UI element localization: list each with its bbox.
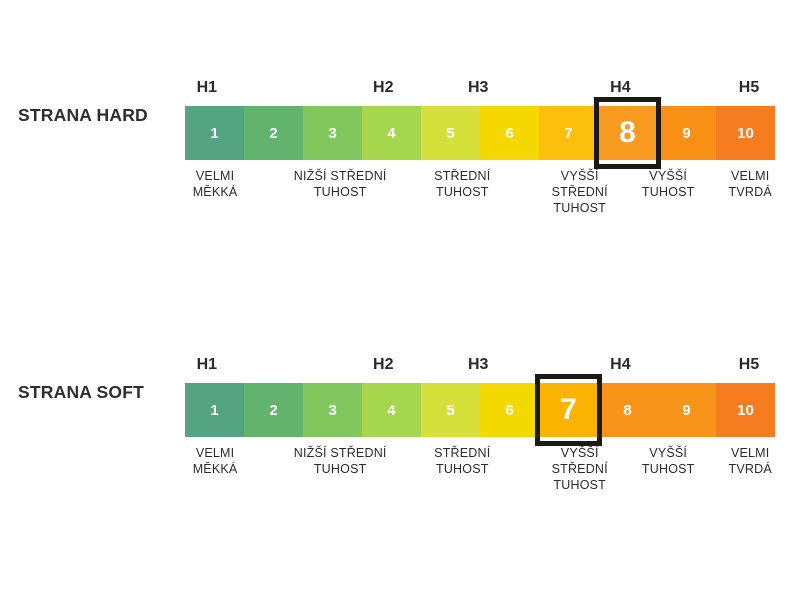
group-label-h5: H5 bbox=[738, 356, 760, 373]
scale-cell-9[interactable]: 9 bbox=[657, 383, 716, 437]
group-label-h3: H3 bbox=[467, 79, 489, 96]
scale-cell-number: 1 bbox=[210, 124, 219, 142]
scale-cell-2[interactable]: 2 bbox=[244, 106, 303, 160]
scale-cell-number: 7 bbox=[564, 124, 573, 142]
group-label-h4: H4 bbox=[610, 356, 631, 373]
scale-cell-number: 7 bbox=[560, 393, 577, 426]
scale-cell-4[interactable]: 4 bbox=[362, 106, 421, 160]
scale-cell-2[interactable]: 2 bbox=[244, 383, 303, 437]
scale-cell-number: 8 bbox=[623, 401, 632, 419]
scale-cell-number: 9 bbox=[682, 124, 691, 142]
scale-cell-number: 6 bbox=[505, 124, 514, 142]
scale-cell-10[interactable]: 10 bbox=[716, 383, 775, 437]
scale-cell-8[interactable]: 8 bbox=[598, 383, 657, 437]
scale-cell-3[interactable]: 3 bbox=[303, 383, 362, 437]
scale-cell-1[interactable]: 1 bbox=[185, 383, 244, 437]
scale-cell-1[interactable]: 1 bbox=[185, 106, 244, 160]
group-label-h1: H1 bbox=[196, 79, 218, 96]
scale-cell-number: 3 bbox=[328, 401, 337, 419]
scale-cell-6[interactable]: 6 bbox=[480, 106, 539, 160]
scale-cell-number: 4 bbox=[387, 401, 396, 419]
scale-cell-5[interactable]: 5 bbox=[421, 383, 480, 437]
group-header-strip: H1 H2 H3 H4 H5 bbox=[185, 355, 775, 381]
scale-cell-number: 6 bbox=[505, 401, 514, 419]
scale-cell-number: 2 bbox=[269, 124, 278, 142]
scale-cell-number: 4 bbox=[387, 124, 396, 142]
scale-cell-number: 9 bbox=[682, 401, 691, 419]
hardness-scale-bar: 1 2 3 4 5 6 7 8 9 10 bbox=[185, 374, 775, 446]
row-label-hard: STRANA HARD bbox=[18, 105, 148, 125]
scale-cell-number: 2 bbox=[269, 401, 278, 419]
scale-cell-4[interactable]: 4 bbox=[362, 383, 421, 437]
scale-cell-number: 8 bbox=[619, 116, 636, 149]
scale-cell-9[interactable]: 9 bbox=[657, 106, 716, 160]
scale-cell-number: 10 bbox=[737, 124, 754, 142]
scale-cell-number: 1 bbox=[210, 401, 219, 419]
group-label-h3: H3 bbox=[467, 356, 489, 373]
scale-cell-6[interactable]: 6 bbox=[480, 383, 539, 437]
row-label-soft: STRANA SOFT bbox=[18, 382, 144, 402]
scale-cell-5[interactable]: 5 bbox=[421, 106, 480, 160]
group-label-h2: H2 bbox=[373, 79, 394, 96]
scale-cell-number: 3 bbox=[328, 124, 337, 142]
scale-cell-8[interactable]: 8 bbox=[594, 97, 661, 169]
group-label-h5: H5 bbox=[738, 79, 760, 96]
scale-cell-3[interactable]: 3 bbox=[303, 106, 362, 160]
scale-cell-10[interactable]: 10 bbox=[716, 106, 775, 160]
scale-cell-number: 5 bbox=[446, 401, 455, 419]
scale-cell-number: 5 bbox=[446, 124, 455, 142]
scale-cell-7[interactable]: 7 bbox=[535, 374, 602, 446]
scale-cell-number: 10 bbox=[737, 401, 754, 419]
group-label-h1: H1 bbox=[196, 356, 218, 373]
group-header-strip: H1 H2 H3 H4 H5 bbox=[185, 78, 775, 104]
hardness-scale-bar: 1 2 3 4 5 6 7 8 9 10 bbox=[185, 97, 775, 169]
group-label-h2: H2 bbox=[373, 356, 394, 373]
group-label-h4: H4 bbox=[610, 79, 631, 96]
scale-cell-7[interactable]: 7 bbox=[539, 106, 598, 160]
